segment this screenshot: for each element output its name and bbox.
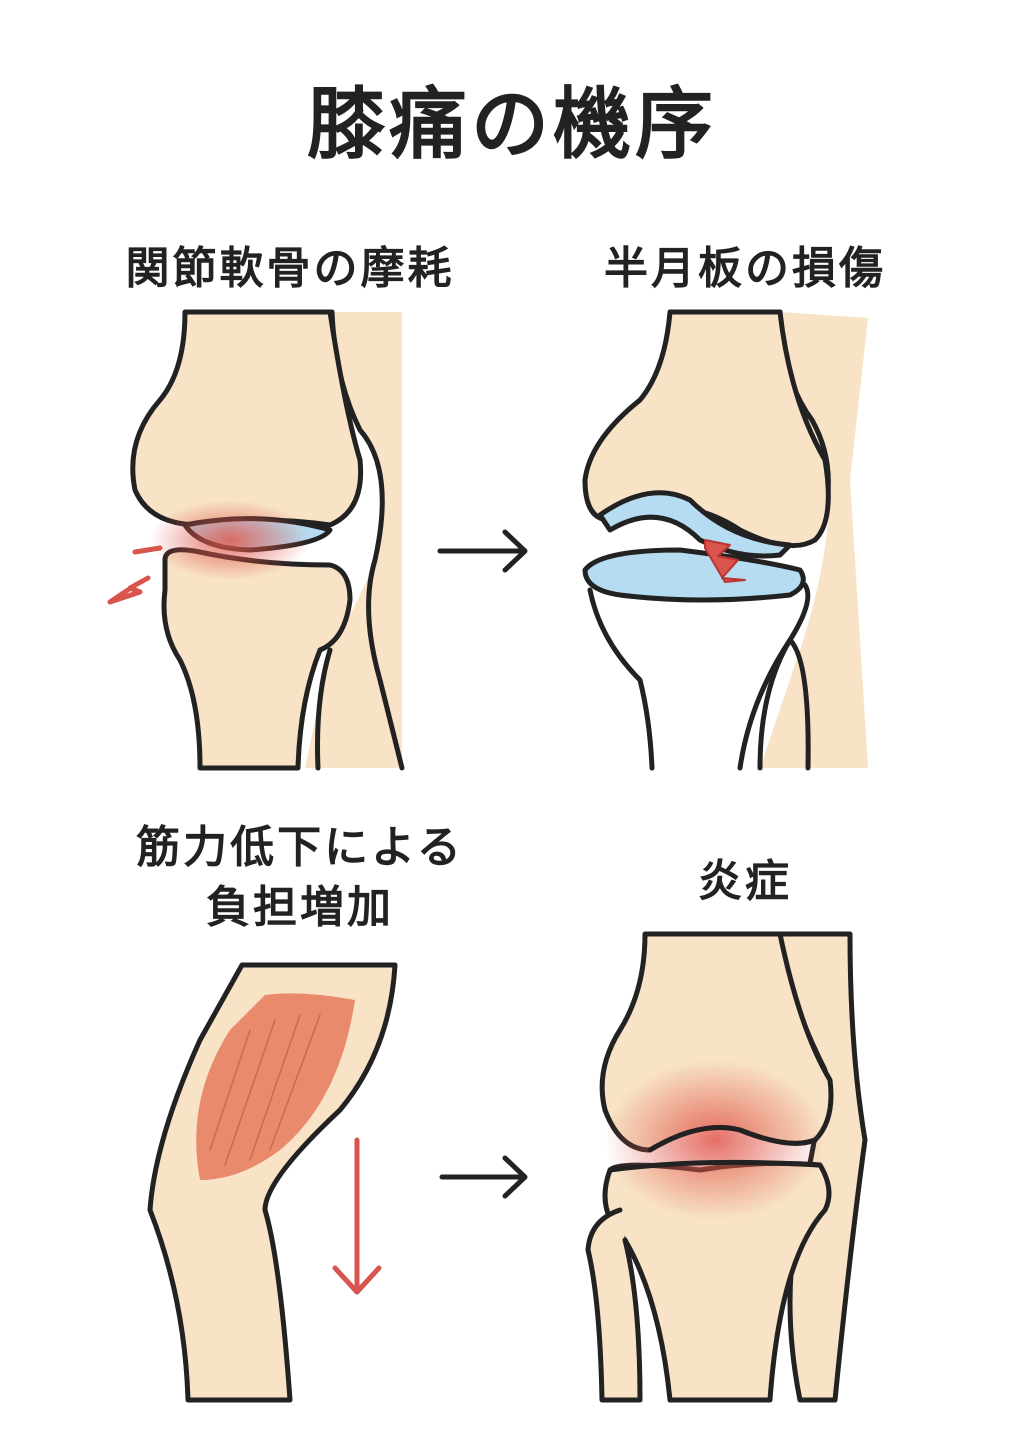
heading-meniscus-damage: 半月板の損傷 <box>604 243 886 294</box>
arrow-right-icon <box>439 1155 528 1199</box>
heading-line1: 筋力低下による <box>136 822 464 873</box>
weak-muscle-leg-illustration <box>147 962 398 1403</box>
arrow-right-icon <box>437 529 528 573</box>
page-title: 膝痛の機序 <box>306 80 717 170</box>
heading-cartilage-wear: 関節軟骨の摩耗 <box>125 243 455 294</box>
arrow-down-icon <box>332 1137 382 1295</box>
knee-cartilage-wear-illustration <box>107 309 405 771</box>
heading-muscle-weakness: 筋力低下による負担増加 <box>100 818 500 938</box>
heading-inflammation: 炎症 <box>698 856 792 907</box>
knee-inflammation-illustration <box>585 931 868 1403</box>
heading-line2: 負担増加 <box>206 882 394 933</box>
meniscus-tear-illustration <box>582 309 868 771</box>
